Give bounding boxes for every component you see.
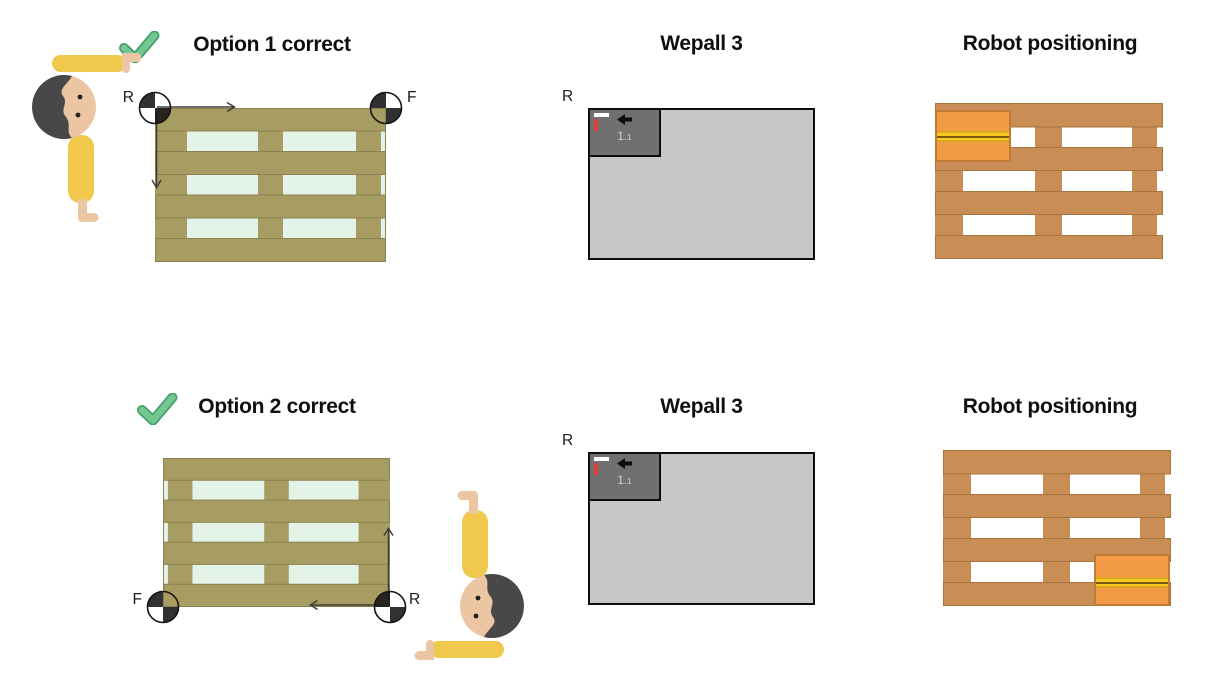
wepall-title: Wepall 3 — [660, 32, 743, 55]
operator-hair — [32, 75, 72, 139]
box-label: 1.1 — [617, 475, 632, 487]
pallet-graphic — [155, 108, 386, 262]
screen-marker-red — [594, 119, 598, 131]
left-arrow-icon — [616, 113, 633, 126]
robot-title: Robot positioning — [962, 32, 1138, 55]
pallet-boards — [163, 458, 390, 607]
operator-hair — [484, 574, 524, 638]
pallet-boards — [155, 108, 386, 262]
pallet-stringers — [155, 108, 381, 262]
datum-marker-r — [138, 91, 172, 125]
wepall-screen: 1.1 — [588, 452, 815, 605]
placed-box — [935, 110, 1011, 162]
box-strap — [937, 131, 1009, 142]
operator-hand — [78, 199, 99, 222]
pallet-graphic — [163, 458, 390, 607]
left-arrow-icon — [616, 457, 633, 470]
box-label: 1.1 — [617, 131, 632, 143]
operator-hand — [457, 491, 478, 514]
corner-label-left: R — [122, 89, 134, 106]
pallet-stringers — [167, 458, 390, 607]
screen-marker-red — [594, 463, 598, 475]
pallet-top-view — [163, 458, 390, 607]
corner-label-right: F — [407, 89, 417, 106]
robot-pallet-stringers — [935, 103, 1157, 259]
operator-eye — [475, 595, 481, 601]
check-icon — [136, 393, 178, 425]
operator-eye — [77, 94, 83, 100]
wepall-title: Wepall 3 — [660, 395, 743, 418]
operator-eye — [75, 112, 81, 118]
screen-origin-label: R — [562, 88, 574, 105]
option-title: Option 1 correct — [193, 33, 351, 56]
operator-hand — [122, 53, 142, 73]
screen-marker-white — [594, 113, 609, 117]
operator-body — [68, 135, 94, 203]
screen-marker-white — [594, 457, 609, 461]
pallet-top-view — [155, 108, 386, 262]
datum-marker-f — [146, 590, 180, 624]
datum-marker-f — [369, 91, 403, 125]
placed-box — [1094, 554, 1170, 606]
operator-hand — [414, 640, 434, 660]
operator-eye — [473, 613, 479, 619]
box-strap — [1096, 577, 1168, 588]
option-title: Option 2 correct — [198, 395, 356, 418]
operator-arm-horizontal — [430, 641, 504, 658]
wepall-screen: 1.1 — [588, 108, 815, 260]
operator-figure — [394, 478, 544, 668]
first-box-indicator: 1.1 — [588, 108, 661, 157]
operator-body — [462, 510, 488, 578]
operator-figure — [12, 45, 162, 235]
corner-label-right: R — [409, 591, 421, 608]
datum-marker-r — [373, 590, 407, 624]
operator-arm-horizontal — [52, 55, 126, 72]
corner-label-left: F — [132, 591, 142, 608]
first-box-indicator: 1.1 — [588, 452, 661, 501]
robot-pallet-boards — [935, 103, 1163, 259]
robot-title: Robot positioning — [962, 395, 1138, 418]
screen-origin-label: R — [562, 432, 574, 449]
axis-arrows — [300, 518, 400, 613]
